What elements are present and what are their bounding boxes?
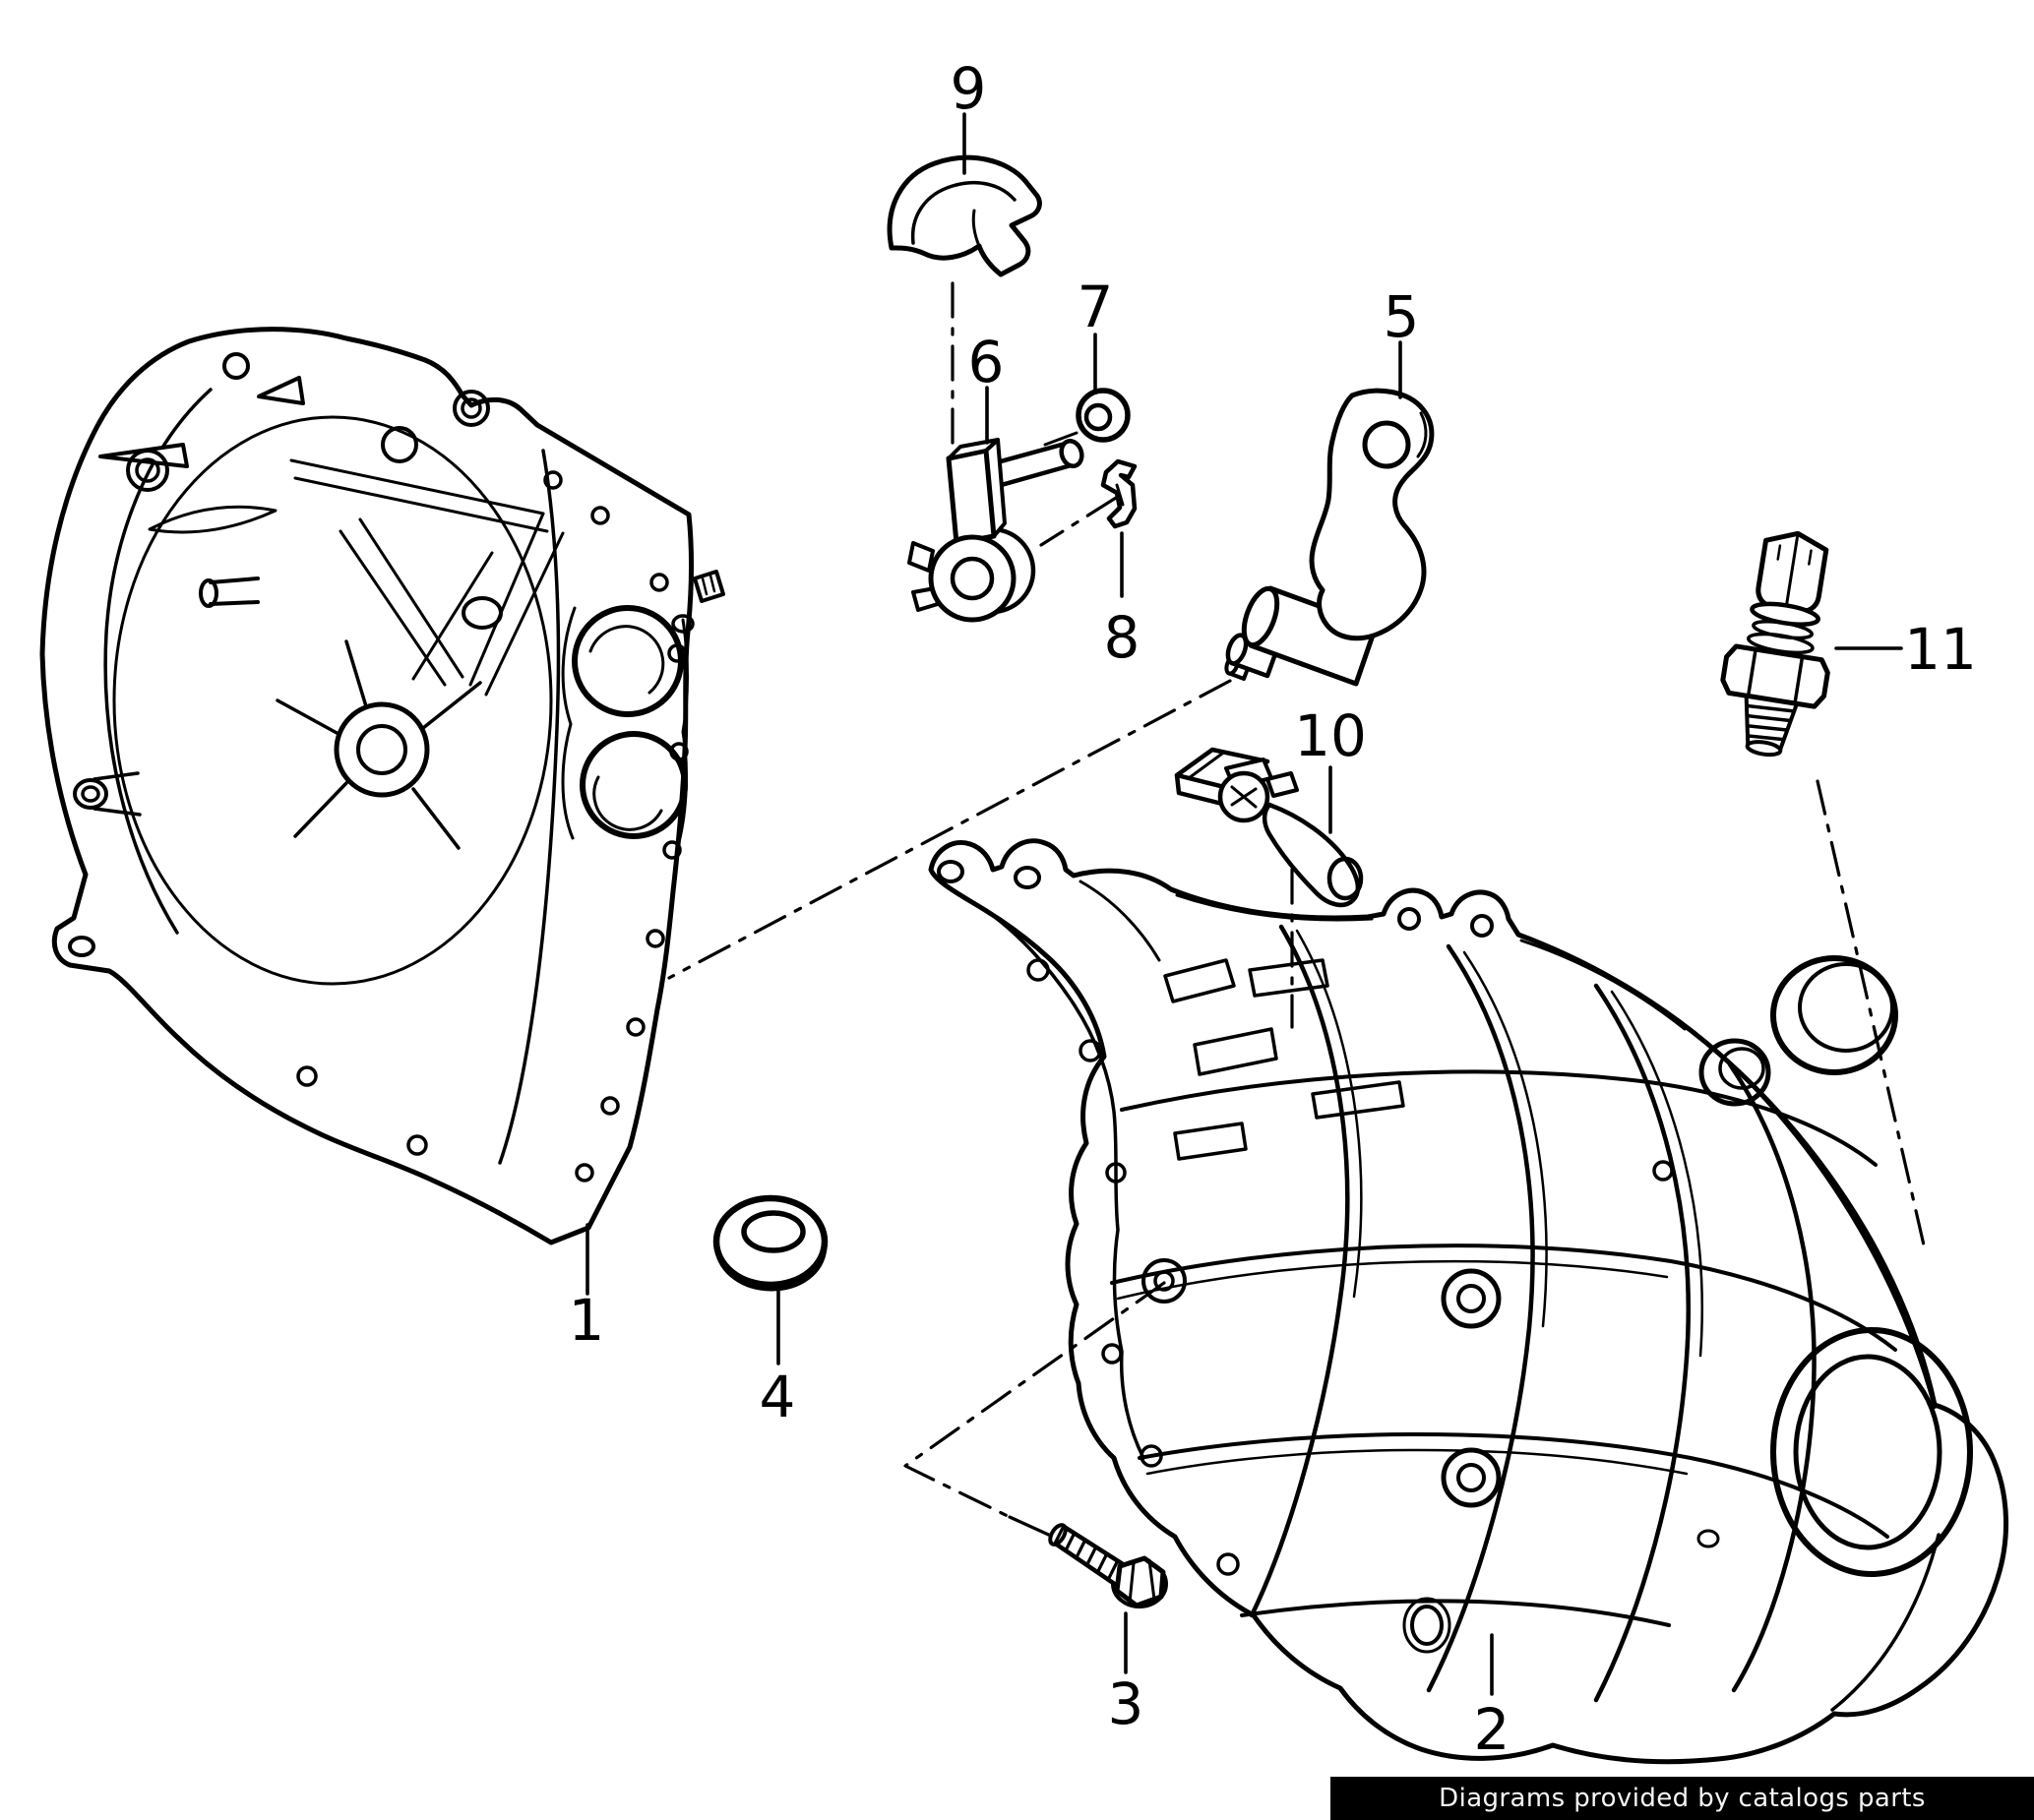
part-5-selector-lever (1224, 388, 1435, 687)
part-8-securing-clip (1100, 458, 1138, 529)
callout-label-5[interactable]: 5 (1384, 283, 1420, 350)
part-1-gearbox-housing (39, 327, 725, 1245)
case2-upper-boss (1770, 955, 1898, 1075)
axis-clip-to-pin (1039, 496, 1118, 547)
callout-label-3[interactable]: 3 (1108, 1670, 1144, 1737)
case2-bolt-boss (1141, 1258, 1187, 1304)
bolt-head (1114, 1555, 1166, 1608)
callout-label-1[interactable]: 1 (569, 1287, 605, 1354)
case1-details (68, 352, 725, 1183)
seal-outer-ring (712, 1194, 829, 1289)
switch-hex (1720, 643, 1830, 709)
part-6-shift-link (907, 438, 1084, 623)
watermark: Diagrams provided by catalogs parts (1330, 1777, 2034, 1820)
axis-bolt-to-case2 (903, 1281, 1166, 1519)
part-11-switch (1720, 530, 1830, 758)
switch-thread-tip (1745, 740, 1783, 758)
callout-label-8[interactable]: 8 (1104, 604, 1140, 671)
callout-label-4[interactable]: 4 (760, 1364, 796, 1430)
part-2-gearbox-housing (928, 838, 2008, 1765)
lever-hole (1362, 420, 1411, 469)
link-arm (946, 448, 997, 546)
part-9-retaining-clamp (887, 154, 1042, 277)
callout-labels: 1 2 3 4 5 6 7 8 9 10 11 (569, 55, 1977, 1763)
link-pin (1059, 439, 1084, 468)
axis-switch-to-case2 (1816, 779, 1927, 1251)
part-7-nut (1043, 388, 1131, 447)
leader-lines (586, 112, 1903, 1696)
part-3-bolt (1048, 1523, 1168, 1608)
part-4-seal-ring (712, 1194, 829, 1292)
part-10-bracket (1174, 747, 1364, 908)
assembly-axis-lines (667, 281, 1927, 1519)
case2-details (937, 860, 1973, 1712)
callout-label-10[interactable]: 10 (1294, 702, 1367, 769)
watermark-text: Diagrams provided by catalogs parts (1439, 1784, 1926, 1813)
callout-label-11[interactable]: 11 (1904, 616, 1977, 683)
case2-output-bore (1770, 1327, 1973, 1577)
axis-bolt-tail (1008, 1515, 1055, 1539)
callout-label-9[interactable]: 9 (951, 55, 987, 122)
callout-label-6[interactable]: 6 (968, 329, 1005, 395)
callout-label-7[interactable]: 7 (1078, 273, 1114, 340)
axis-lever-to-case1 (667, 679, 1232, 980)
bracket-arm (1262, 802, 1361, 908)
callout-label-2[interactable]: 2 (1474, 1696, 1510, 1763)
bracket-eye (1326, 856, 1364, 901)
